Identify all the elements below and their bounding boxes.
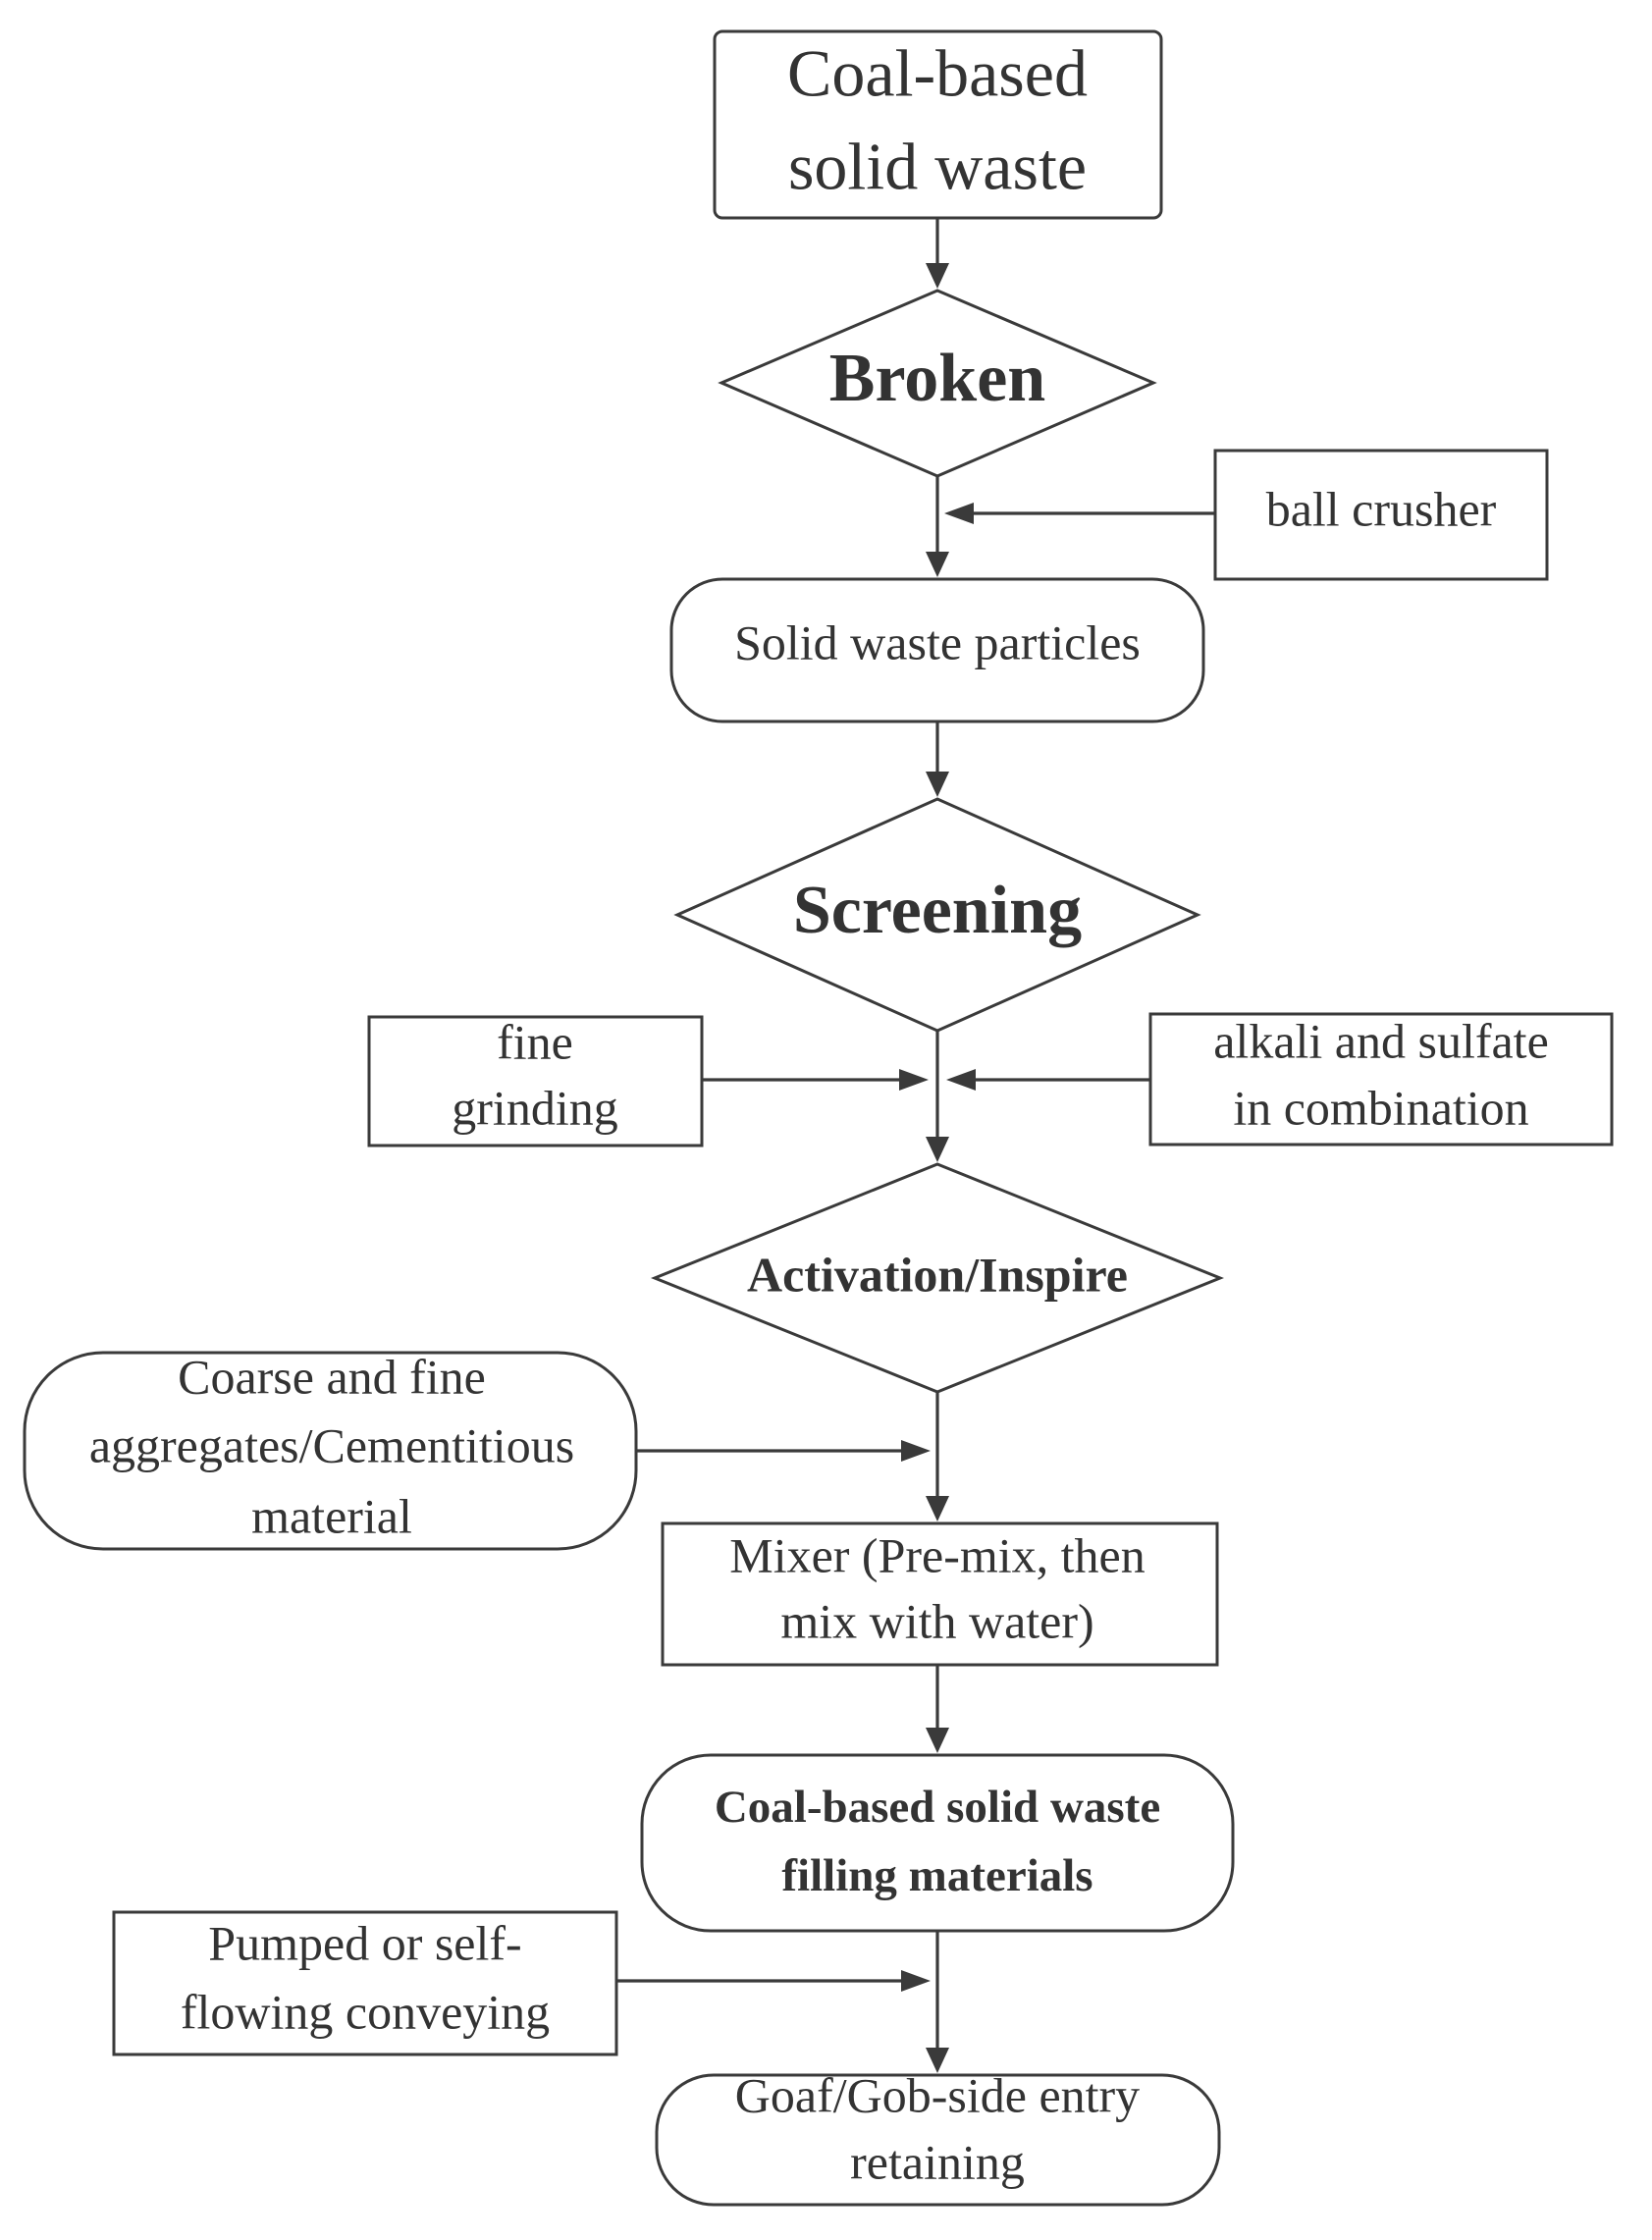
arrowhead-alkali-sulfate: [946, 1069, 976, 1091]
arrowhead-filling: [926, 1728, 949, 1753]
filling-line-1: Coal-based solid waste: [715, 1782, 1160, 1833]
screening-label: Screening: [793, 873, 1082, 948]
node-fine-grinding: fine grinding: [367, 1014, 704, 1147]
arrowhead-mixer: [926, 1496, 949, 1521]
node-coal-based-solid-waste: Coal-based solid waste: [713, 29, 1163, 220]
goaf-line-2: retaining: [850, 2134, 1025, 2189]
arrowhead-goaf: [926, 2048, 949, 2073]
node-ball-crusher: ball crusher: [1213, 449, 1549, 581]
arrowhead-screening: [926, 772, 949, 797]
node-goaf-entry-retaining: Goaf/Gob-side entry retaining: [655, 2067, 1221, 2207]
node-pumped-conveying: Pumped or self- flowing conveying: [112, 1910, 618, 2056]
arrowhead-broken: [926, 263, 949, 289]
conveying-line-2: flowing conveying: [181, 1984, 550, 2039]
particles-label: Solid waste particles: [734, 614, 1141, 669]
decision-activation-inspire: Activation/Inspire: [650, 1162, 1225, 1394]
activation-label: Activation/Inspire: [747, 1247, 1128, 1302]
alkali-sulfate-line-2: in combination: [1233, 1080, 1528, 1135]
main-flow-edges: [926, 218, 949, 2073]
fine-grinding-line-2: grinding: [452, 1080, 617, 1135]
node-aggregates-cementitious: Coarse and fine aggregates/Cementitious …: [23, 1349, 638, 1551]
node-solid-waste-particles: Solid waste particles: [669, 577, 1205, 723]
arrowhead-conveying: [901, 1970, 931, 1992]
conveying-line-1: Pumped or self-: [208, 1915, 521, 1970]
node-filling-materials: Coal-based solid waste filling materials: [640, 1753, 1235, 1933]
decision-broken: Broken: [718, 289, 1157, 478]
mixer-line-2: mix with water): [780, 1593, 1093, 1648]
fine-grinding-line-1: fine: [497, 1014, 573, 1069]
aggregates-line-2: aggregates/Cementitious: [89, 1417, 574, 1472]
side-input-edges: [616, 503, 1215, 1992]
arrowhead-activation: [926, 1137, 949, 1162]
coal-waste-line-2: solid waste: [788, 130, 1087, 204]
decision-screening: Screening: [673, 797, 1201, 1033]
goaf-line-1: Goaf/Gob-side entry: [735, 2067, 1140, 2122]
aggregates-line-3: material: [251, 1488, 412, 1543]
mixer-line-1: Mixer (Pre-mix, then: [729, 1527, 1146, 1582]
arrowhead-particles: [926, 552, 949, 577]
filling-line-2: filling materials: [781, 1850, 1092, 1901]
broken-label: Broken: [829, 341, 1045, 416]
arrowhead-fine-grinding: [899, 1069, 929, 1091]
node-alkali-sulfate: alkali and sulfate in combination: [1148, 1012, 1614, 1147]
arrowhead-aggregates: [901, 1440, 931, 1462]
node-mixer: Mixer (Pre-mix, then mix with water): [661, 1521, 1219, 1667]
aggregates-line-1: Coarse and fine: [178, 1349, 486, 1404]
coal-waste-line-1: Coal-based: [787, 36, 1088, 111]
alkali-sulfate-line-1: alkali and sulfate: [1213, 1013, 1549, 1068]
arrowhead-ball-crusher: [944, 503, 974, 524]
ball-crusher-label: ball crusher: [1266, 481, 1497, 536]
